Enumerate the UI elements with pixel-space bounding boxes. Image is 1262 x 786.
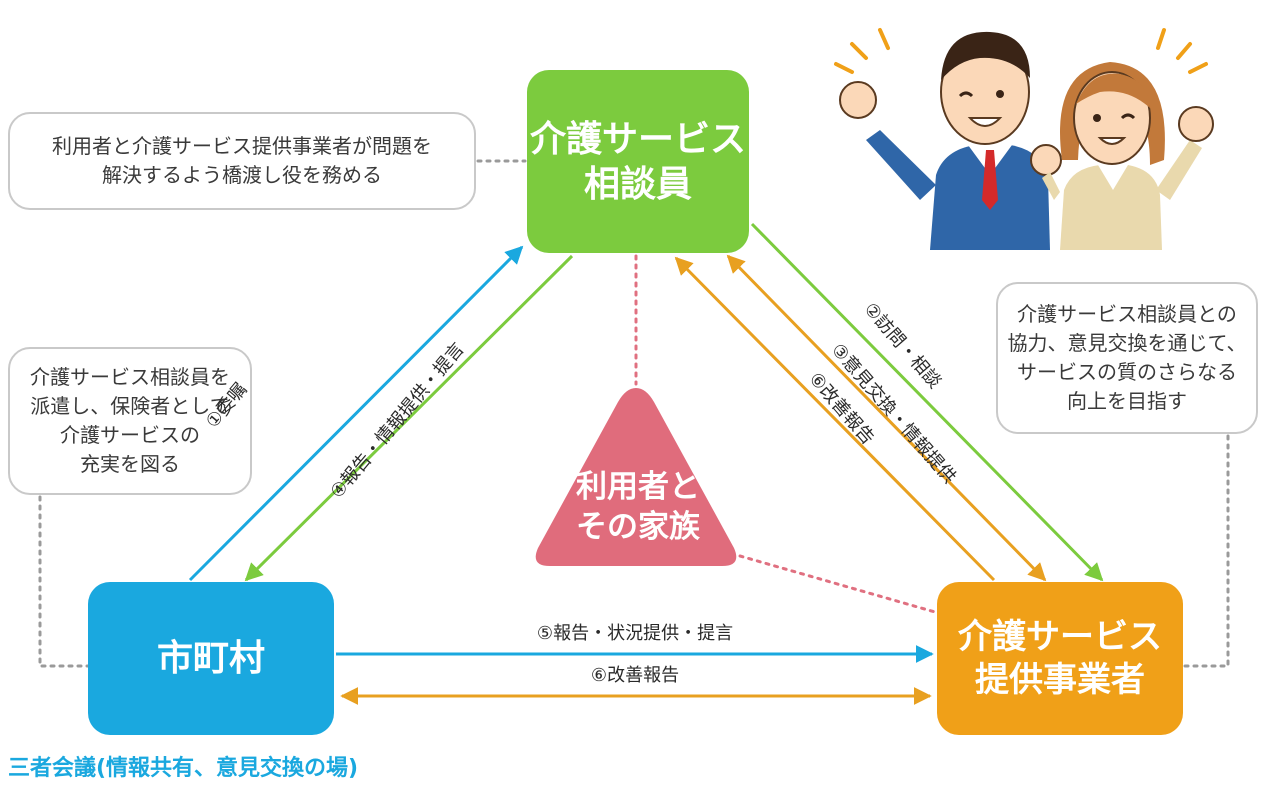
improve-diag-arrow	[674, 256, 996, 582]
municipality-note-connector	[38, 495, 90, 668]
three-party-meeting-caption: 三者会議(情報共有、意見交換の場)	[8, 756, 359, 781]
report-arrow	[244, 254, 574, 582]
note-connectors	[38, 159, 1230, 668]
status-label: ⑤報告・状況提供・提言	[536, 623, 734, 644]
user-family-triangle	[535, 388, 737, 566]
provider-note-connector	[1183, 434, 1230, 668]
consultant-box: 介護サービス 相談員	[527, 70, 749, 253]
municipality-role-note: 介護サービス相談員を 派遣し、保険者として 介護サービスの 充実を図る	[8, 347, 252, 495]
provider-user-connector	[738, 554, 937, 614]
provider-role-note: 介護サービス相談員との 協力、意見交換を通じて、 サービスの質のさらなる 向上を…	[996, 282, 1258, 434]
improve-h-label: ⑥改善報告	[590, 665, 680, 686]
commission-arrow	[188, 245, 524, 582]
cheering-businesspeople-illustration	[834, 28, 1214, 250]
user-connectors	[634, 254, 937, 614]
provider-box: 介護サービス 提供事業者	[937, 582, 1183, 735]
municipality-box: 市町村	[88, 582, 334, 735]
consultant-role-note: 利用者と介護サービス提供事業者が問題を 解決するよう橋渡し役を務める	[8, 112, 476, 210]
exchange-arrow	[726, 254, 1047, 582]
user-family-label: 利用者と その家族	[576, 469, 700, 546]
